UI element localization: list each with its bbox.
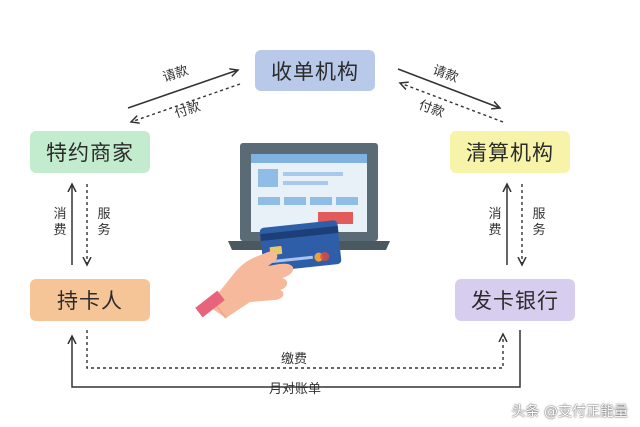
cardholder-label: 持卡人	[57, 289, 123, 313]
arrow-clearing-to-acquirer	[400, 83, 504, 123]
edge-label-right-service: 服务	[532, 207, 546, 238]
arrow-holder-to-issuer-fee	[86, 330, 503, 369]
hand-icon	[195, 251, 294, 319]
watermark: 头条 @支付正能量	[511, 404, 628, 420]
arrow-merchant-to-acquirer	[127, 70, 238, 109]
clearing-node: 清算机构	[450, 131, 570, 173]
arrow-acquirer-to-merchant	[131, 83, 241, 122]
edge-label-right-consume: 消费	[488, 207, 502, 238]
issuer-label: 发卡银行	[471, 289, 559, 313]
edge-label-bottom-statement: 月对账单	[269, 382, 322, 397]
arrow-issuer-to-holder-statement	[72, 330, 521, 388]
arrow-acquirer-to-clearing	[397, 68, 500, 108]
merchant-node: 特约商家	[30, 131, 150, 173]
acquirer-label: 收单机构	[271, 59, 359, 84]
merchant-label: 特约商家	[46, 141, 134, 165]
cardholder-node: 持卡人	[30, 279, 150, 321]
laptop-icon	[228, 143, 390, 250]
issuer-node: 发卡银行	[455, 279, 575, 321]
edge-label-bottom-fee: 缴费	[281, 352, 308, 367]
edge-label-left-service: 服务	[97, 207, 111, 238]
edge-label-left-consume: 消费	[53, 207, 67, 238]
acquirer-node: 收单机构	[255, 50, 375, 91]
clearing-label: 清算机构	[466, 141, 554, 165]
credit-card-icon	[259, 220, 342, 272]
